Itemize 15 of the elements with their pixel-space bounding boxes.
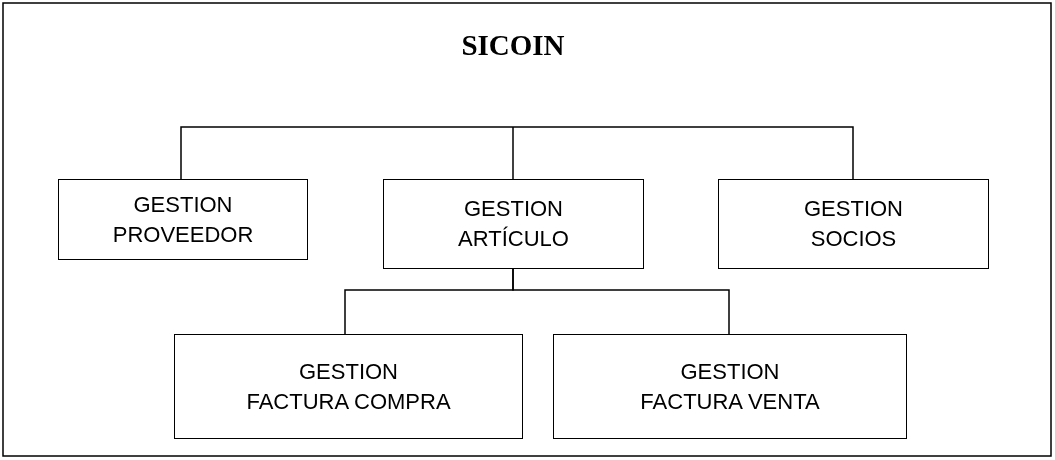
connector-line [512, 268, 730, 335]
module-label: GESTION PROVEEDOR [111, 190, 255, 249]
module-box [553, 334, 907, 439]
connector-line [512, 126, 514, 180]
module-label: GESTION ARTÍCULO [457, 195, 570, 253]
module-box [174, 334, 523, 439]
connector-line [180, 126, 514, 180]
module-label: GESTION FACTURA COMPRA [245, 357, 452, 416]
module-box [718, 179, 989, 269]
module-label: GESTION FACTURA VENTA [639, 357, 821, 416]
connector-line [512, 126, 854, 180]
diagram-title: SICOIN [461, 28, 565, 62]
module-label: GESTION SOCIOS [803, 195, 904, 253]
module-box [58, 179, 308, 260]
module-box [383, 179, 644, 269]
